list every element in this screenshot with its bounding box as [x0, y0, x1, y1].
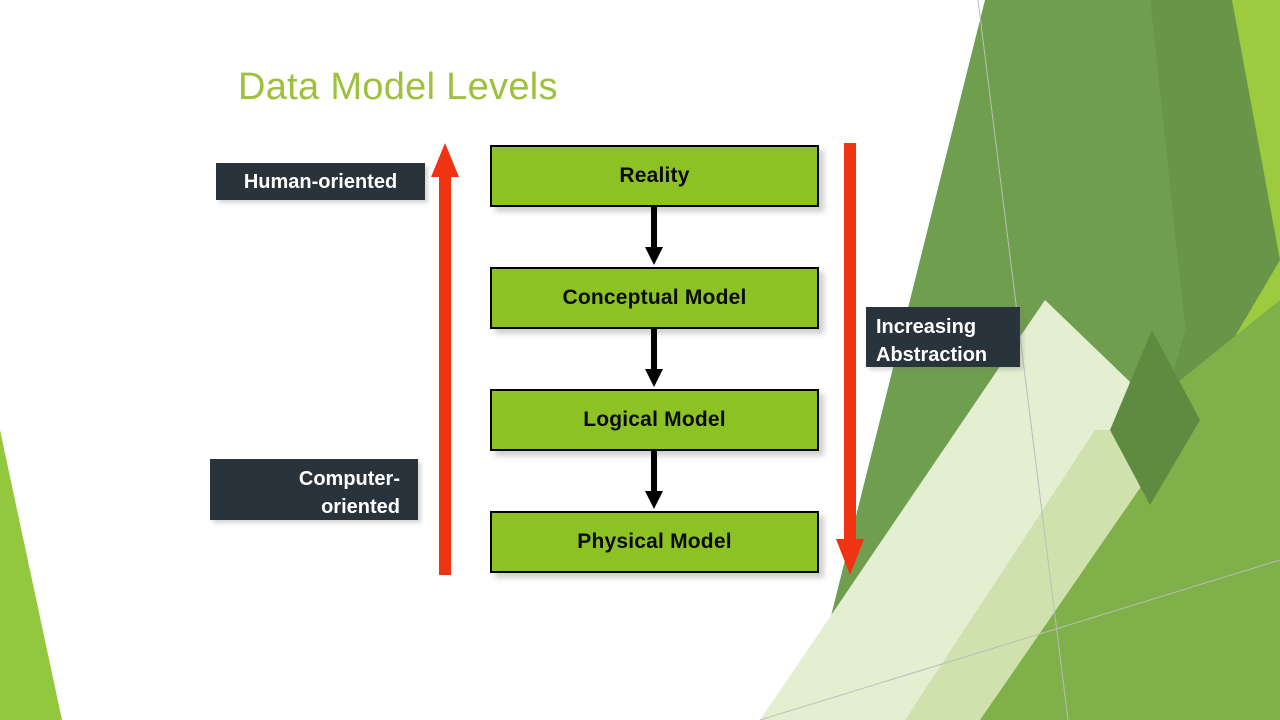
flow-box-label: Conceptual Model — [562, 286, 747, 309]
callout-computer-oriented: Computer- oriented — [210, 459, 418, 520]
flow-box-label: Reality — [619, 164, 690, 187]
callout-label-line1: Computer- — [298, 468, 400, 490]
decor-shape-right-dark-overlap — [1150, 0, 1280, 430]
callout-label-line2: oriented — [321, 495, 400, 518]
decor-shape-right-mid-green — [1040, 300, 1280, 720]
decor-shape-dark-notch — [1110, 330, 1200, 505]
flow-box-label: Logical Model — [583, 408, 726, 431]
connector-arrow-down-icon — [645, 329, 663, 387]
callout-label: Human-oriented — [243, 171, 398, 193]
decor-shape-right-bright-outer — [1000, 0, 1280, 720]
flow-box-conceptual-model[interactable]: Conceptual Model — [490, 267, 819, 329]
human-orientation-arrow — [431, 143, 459, 575]
flow-box-label: Physical Model — [577, 530, 732, 553]
decor-shape-light-wedge — [905, 430, 1180, 720]
flow-box-physical-model[interactable]: Physical Model — [490, 511, 819, 573]
decor-hairline-diagonal — [759, 559, 1280, 720]
callout-increasing-abstraction: Increasing Abstraction — [866, 307, 1020, 367]
connector-arrow-down-icon — [645, 451, 663, 509]
page-title: Data Model Levels — [238, 66, 558, 108]
flow-box-logical-model[interactable]: Logical Model — [490, 389, 819, 451]
increasing-abstraction-arrow — [836, 143, 864, 575]
decor-shape-mid-wedge-lower — [980, 430, 1280, 720]
callout-label-line2: Abstraction — [876, 343, 988, 366]
callout-human-oriented: Human-oriented — [216, 163, 425, 200]
connector-arrow-down-icon — [645, 207, 663, 265]
decor-shape-bottom-left — [0, 430, 62, 720]
flow-box-reality[interactable]: Reality — [490, 145, 819, 207]
callout-label-line1: Increasing — [876, 316, 977, 338]
